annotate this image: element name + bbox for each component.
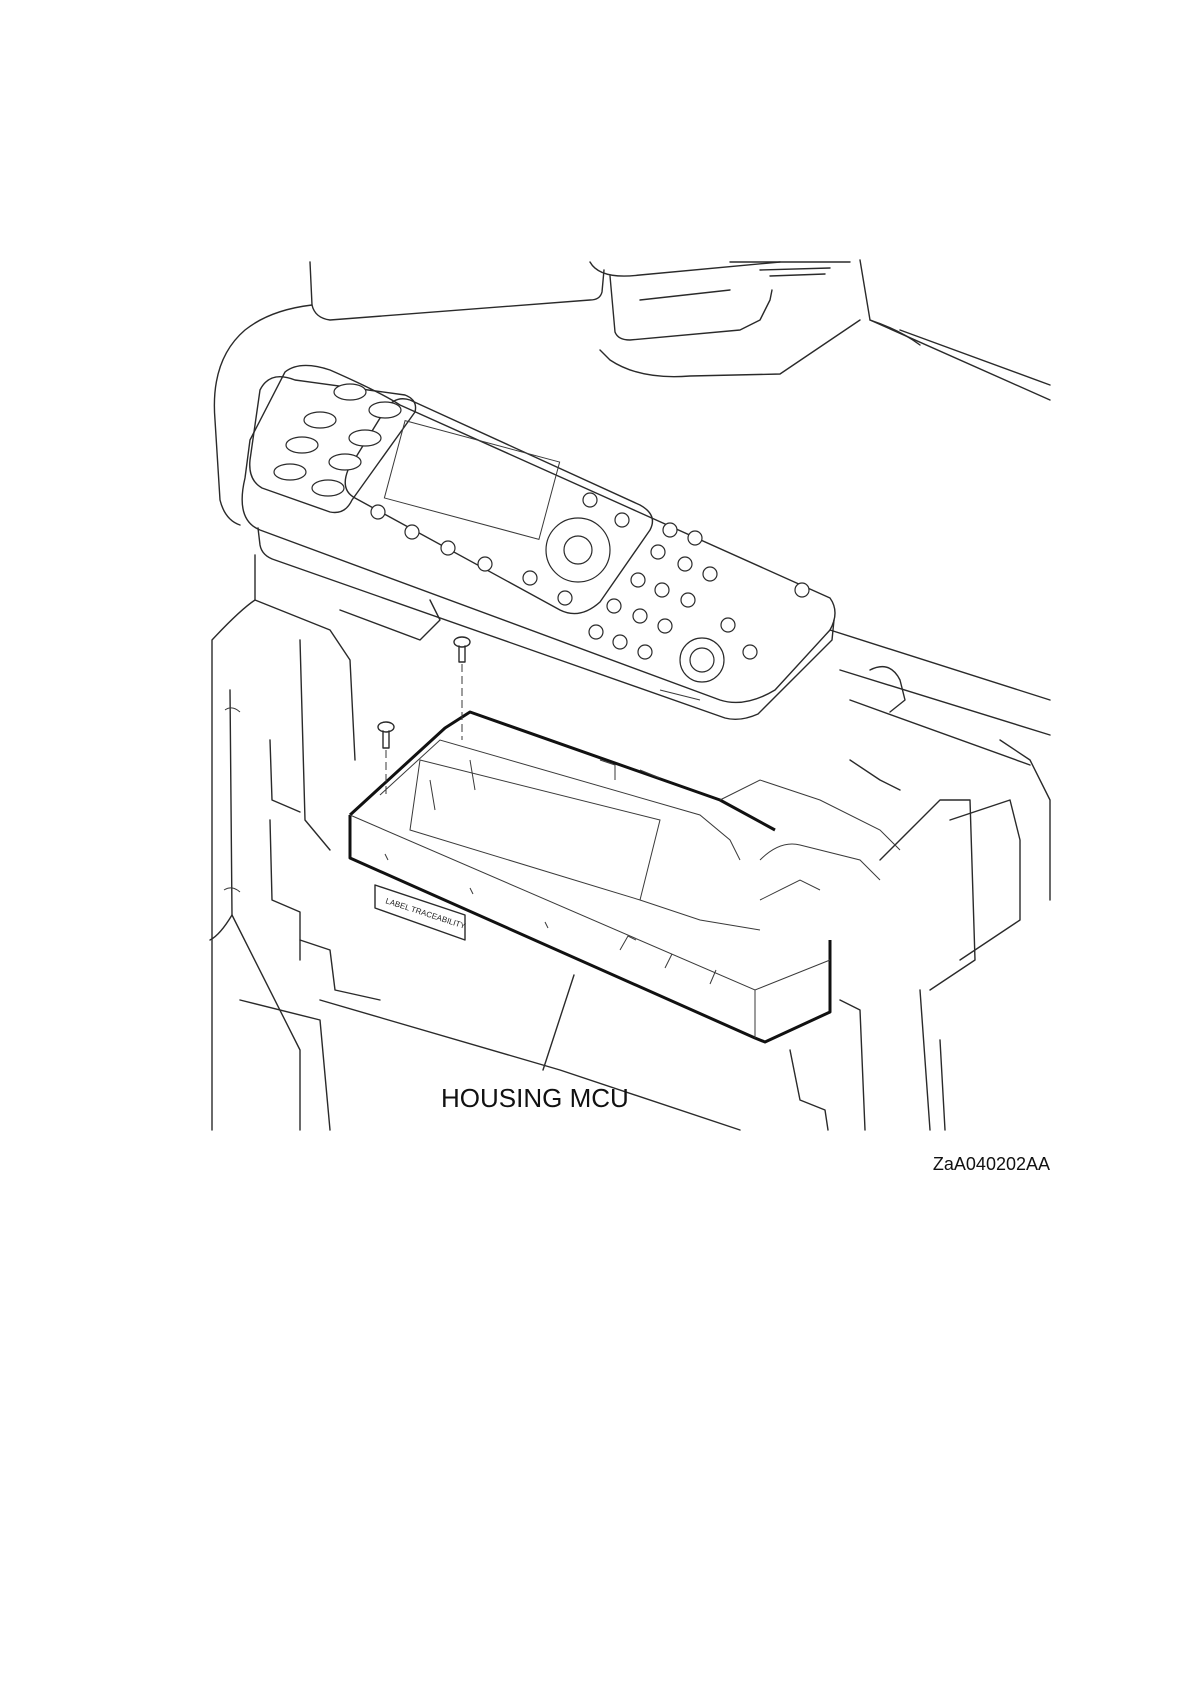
screw-icon <box>454 637 470 740</box>
callout-leader <box>543 975 574 1070</box>
callout-housing-mcu: HOUSING MCU <box>441 1083 629 1113</box>
panel-buttons <box>274 384 809 682</box>
machine-body-right <box>790 630 1050 1130</box>
label-plate: LABEL TRACEABILITY <box>375 885 467 940</box>
machine-body <box>210 555 740 1130</box>
control-panel <box>242 365 835 719</box>
housing-mcu: LABEL TRACEABILITY <box>350 712 900 1042</box>
figure-id: ZaA040202AA <box>933 1154 1050 1174</box>
navigation-pad <box>546 518 610 582</box>
